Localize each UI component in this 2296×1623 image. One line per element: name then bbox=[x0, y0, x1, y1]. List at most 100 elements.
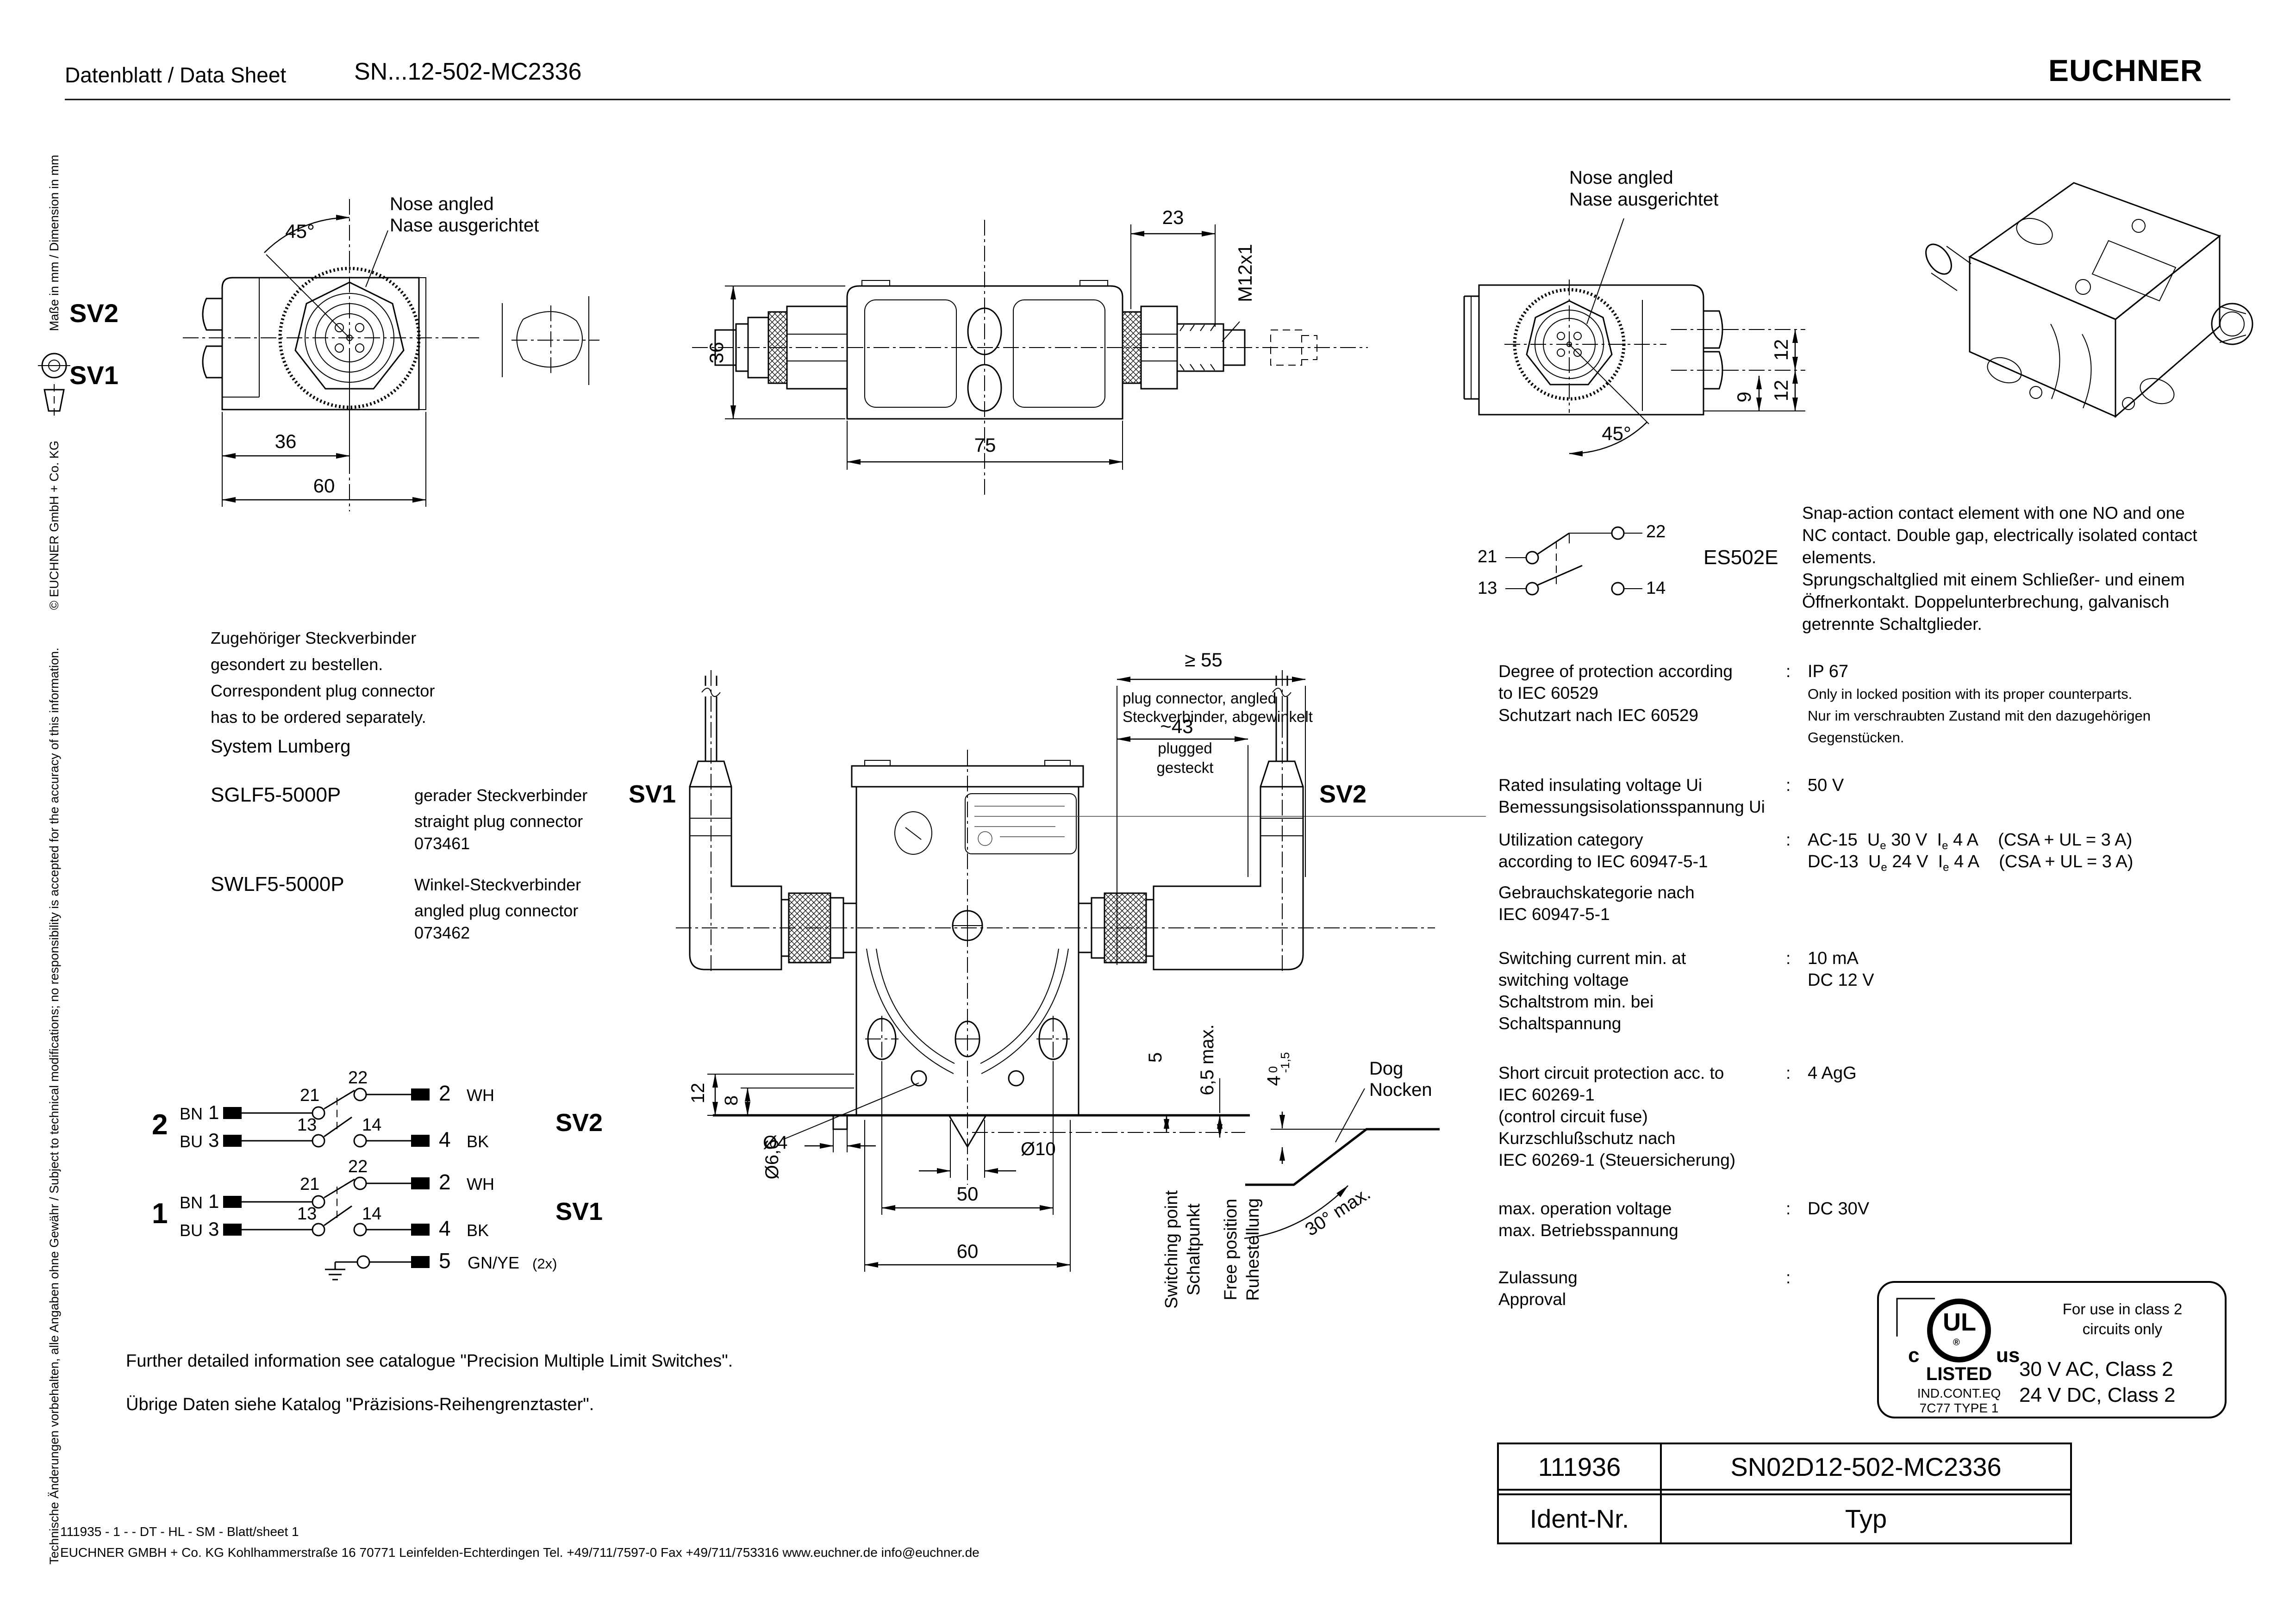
circuit2-out2: 2 bbox=[439, 1081, 451, 1105]
dim-main-d4: Ø4 bbox=[763, 1132, 788, 1153]
type-designation: SN02D12-502-MC2336 bbox=[1730, 1452, 2002, 1481]
footer-docnum: 111935 - 1 - - DT - HL - SM - Blatt/shee… bbox=[60, 1524, 299, 1539]
dim-main-50: 50 bbox=[956, 1183, 979, 1205]
dim-main-8: 8 bbox=[721, 1095, 742, 1106]
desc-en-1: Snap-action contact element with one NO … bbox=[1802, 504, 2185, 522]
ground-pin5: 5 bbox=[439, 1249, 451, 1273]
nose-angled-right-en: Nose angled bbox=[1569, 168, 1673, 188]
dim-36: 36 bbox=[275, 430, 297, 452]
ground-gnye: GN/YE bbox=[468, 1253, 520, 1272]
colon: : bbox=[1786, 1199, 1791, 1218]
ul-c: c bbox=[1908, 1344, 1920, 1367]
plug-code-angled: SWLF5-5000P bbox=[211, 873, 344, 895]
dim-23: 23 bbox=[1162, 206, 1184, 228]
ident-number: 111936 bbox=[1538, 1452, 1621, 1481]
view-center-side bbox=[692, 220, 1368, 495]
spec-uc-ac: AC-15 Ue 30 V Ie 4 A (CSA + UL = 3 A) bbox=[1808, 830, 2133, 852]
spec-uc-dc: DC-13 Ue 24 V Ie 4 A (CSA + UL = 3 A) bbox=[1808, 852, 2134, 874]
circuit1-sv1: SV1 bbox=[555, 1198, 603, 1225]
ul-type: 7C77 TYPE 1 bbox=[1919, 1401, 1999, 1415]
circuit1-bn: BN bbox=[180, 1193, 203, 1212]
approval-bracket-icon bbox=[1896, 1298, 1935, 1337]
circuit2-sv2: SV2 bbox=[555, 1109, 603, 1137]
dim-45deg: 45° bbox=[285, 220, 315, 242]
plug-straight-order: 073461 bbox=[414, 834, 470, 853]
spec-approval-l1: Zulassung bbox=[1498, 1268, 1578, 1287]
spec-sw-l4: Schaltspannung bbox=[1498, 1014, 1622, 1033]
circuit-sv2 bbox=[223, 1088, 430, 1148]
ul-registered-mark: ® bbox=[1953, 1337, 1960, 1348]
plug-angled-en: angled plug connector bbox=[414, 901, 579, 920]
circuit2-bn: BN bbox=[180, 1104, 203, 1123]
part-number: SN...12-502-MC2336 bbox=[354, 58, 582, 85]
spec-ui-value: 50 V bbox=[1808, 776, 1844, 795]
circuit2-13: 13 bbox=[297, 1115, 317, 1135]
desc-de-1: Sprungschaltglied mit einem Schließer- u… bbox=[1802, 570, 2185, 589]
label-sv1: SV1 bbox=[69, 361, 119, 390]
colon: : bbox=[1786, 830, 1791, 849]
colon: : bbox=[1786, 1268, 1791, 1287]
spec-sc-value: 4 AgG bbox=[1808, 1063, 1857, 1083]
desc-de-2: Öffnerkontakt. Doppelunterbrechung, galv… bbox=[1802, 592, 2170, 611]
terminal-21: 21 bbox=[1478, 547, 1497, 566]
circuit-ground bbox=[325, 1255, 430, 1281]
dim-45deg-right: 45° bbox=[1602, 423, 1631, 444]
plug-angled-order: 073462 bbox=[414, 923, 470, 942]
circuit1-number: 1 bbox=[152, 1198, 168, 1230]
spec-sw-l2: switching voltage bbox=[1498, 970, 1629, 989]
spec-sc-l5: IEC 60269-1 (Steuersicherung) bbox=[1498, 1150, 1736, 1169]
nose-angled-en: Nose angled bbox=[390, 194, 494, 214]
view-main-plugged bbox=[676, 670, 1486, 1272]
ul-monogram: UL bbox=[1943, 1308, 1976, 1336]
nose-angled-de: Nase ausgerichtet bbox=[390, 215, 539, 236]
ident-table: 111936 SN02D12-502-MC2336 Ident-Nr. Typ bbox=[1497, 1443, 2072, 1544]
spec-protection-note2: Nur im verschraubten Zustand mit den daz… bbox=[1808, 708, 2151, 724]
circuit2-pin1: 1 bbox=[208, 1101, 219, 1123]
colon: : bbox=[1786, 662, 1791, 681]
dim-main-65max: 6,5 max. bbox=[1197, 1024, 1217, 1095]
ul-us: us bbox=[1996, 1344, 2020, 1367]
view-right-end bbox=[1463, 218, 1805, 457]
circuit2-22: 22 bbox=[348, 1068, 368, 1088]
catalog-note-de: Übrige Daten siehe Katalog "Präzisions-R… bbox=[126, 1395, 594, 1414]
circuit1-22: 22 bbox=[348, 1157, 368, 1176]
catalog-note-en: Further detailed information see catalog… bbox=[126, 1351, 733, 1371]
nose-angled-right-de: Nase ausgerichtet bbox=[1569, 189, 1719, 210]
circuit2-21: 21 bbox=[300, 1086, 320, 1105]
ground-2x: (2x) bbox=[532, 1256, 557, 1272]
table-double-rule bbox=[1499, 1489, 2070, 1495]
dim-75: 75 bbox=[974, 434, 996, 456]
circuit1-bu: BU bbox=[180, 1221, 203, 1240]
desc-en-3: elements. bbox=[1802, 548, 1877, 567]
plug-info-l1: Zugehöriger Steckverbinder bbox=[211, 628, 417, 647]
plug-info-l3: Correspondent plug connector bbox=[211, 681, 435, 700]
contact-element-name: ES502E bbox=[1703, 546, 1778, 569]
plug-angled-note-en: plug connector, angled bbox=[1123, 690, 1277, 707]
spec-mv-l1: max. operation voltage bbox=[1498, 1199, 1672, 1218]
circuit2-bu: BU bbox=[180, 1132, 203, 1151]
dim-43: ~43 bbox=[1160, 715, 1193, 737]
free-position-de: Ruhestellung bbox=[1243, 1198, 1263, 1301]
circuit1-21: 21 bbox=[300, 1175, 320, 1194]
spec-approval-l2: Approval bbox=[1498, 1290, 1566, 1309]
plug-info-l2: gesondert zu bestellen. bbox=[211, 655, 383, 674]
page-title: Datenblatt / Data Sheet bbox=[65, 63, 287, 87]
label-main-sv2: SV2 bbox=[1319, 780, 1367, 808]
circuit1-13: 13 bbox=[297, 1204, 317, 1224]
colon: : bbox=[1786, 1063, 1791, 1082]
type-label: Typ bbox=[1845, 1504, 1887, 1533]
switching-point-en: Switching point bbox=[1162, 1190, 1182, 1309]
circuit-sv1 bbox=[223, 1176, 430, 1237]
dim-12b: 12 bbox=[1770, 379, 1792, 402]
circuit1-wh: WH bbox=[467, 1175, 494, 1194]
circuit2-14: 14 bbox=[362, 1115, 382, 1135]
spec-sc-l2: IEC 60269-1 bbox=[1498, 1085, 1595, 1104]
terminal-14: 14 bbox=[1646, 578, 1666, 598]
switching-point-de: Schaltpunkt bbox=[1184, 1203, 1204, 1296]
circuit2-out4: 4 bbox=[439, 1127, 451, 1151]
ul-listed: LISTED bbox=[1926, 1364, 1992, 1384]
dim-36-side: 36 bbox=[705, 342, 727, 364]
dim-12a: 12 bbox=[1770, 339, 1792, 361]
